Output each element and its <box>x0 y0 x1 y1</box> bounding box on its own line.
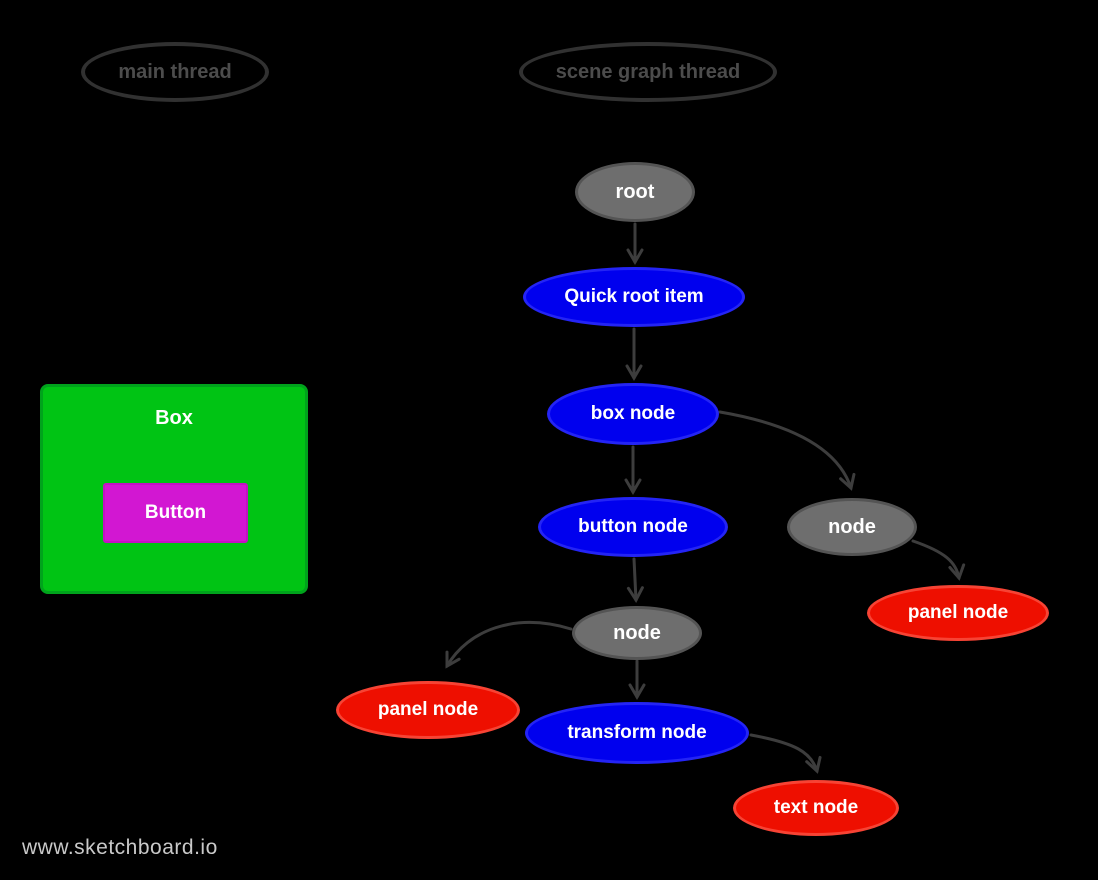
node-button-node-label: button node <box>578 516 688 537</box>
node-panel-node-a[interactable]: panel node <box>867 585 1049 641</box>
node-transform-node-label: transform node <box>567 722 707 743</box>
node-root-label: root <box>615 180 655 203</box>
box-label: Box <box>155 407 193 429</box>
edge-box-node-to-node-a[interactable] <box>718 410 856 491</box>
node-a-label: node <box>828 515 876 538</box>
edge-node-a-to-panel-node-a[interactable] <box>911 539 966 581</box>
edge-node-b-to-panel-node-b[interactable] <box>445 621 573 669</box>
node-b-label: node <box>613 621 661 644</box>
node-quick-root-item-label: Quick root item <box>564 286 704 307</box>
node-box-node-label: box node <box>590 403 676 424</box>
node-a[interactable]: node <box>787 498 917 556</box>
node-text-node[interactable]: text node <box>733 780 899 836</box>
node-text-node-label: text node <box>773 797 859 818</box>
node-quick-root-item[interactable]: Quick root item <box>523 267 745 327</box>
edge-transform-node-to-text-node[interactable] <box>749 733 822 774</box>
node-panel-node-a-label: panel node <box>907 602 1009 623</box>
node-box-node[interactable]: box node <box>547 383 719 445</box>
button-shape[interactable]: Button <box>103 483 248 543</box>
main-thread-ellipse[interactable]: main thread <box>81 42 269 102</box>
node-panel-node-b-label: panel node <box>377 699 479 720</box>
button-label: Button <box>144 502 207 523</box>
node-root[interactable]: root <box>575 162 695 222</box>
node-panel-node-b[interactable]: panel node <box>336 681 520 739</box>
node-b[interactable]: node <box>572 606 702 660</box>
box-shape[interactable]: Box <box>40 384 308 594</box>
node-transform-node[interactable]: transform node <box>525 702 749 764</box>
scene-graph-thread-ellipse[interactable]: scene graph thread <box>519 42 777 102</box>
node-button-node[interactable]: button node <box>538 497 728 557</box>
scene-graph-thread-label: scene graph thread <box>555 60 741 83</box>
sketchboard-watermark: www.sketchboard.io <box>22 836 218 859</box>
edge-button-node-to-node-b[interactable] <box>626 557 644 603</box>
main-thread-label: main thread <box>118 60 232 83</box>
